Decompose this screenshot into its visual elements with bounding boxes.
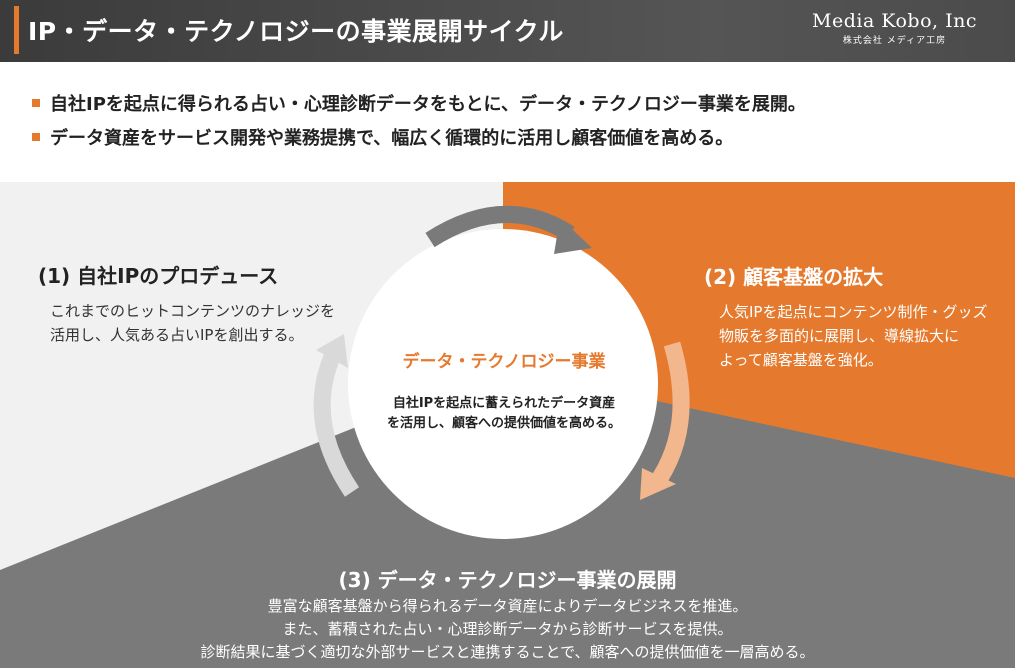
section-3-body: 豊富な顧客基盤から得られるデータ資産によりデータビジネスを推進。 また、蓄積され… — [0, 595, 1015, 664]
section-3-line: 豊富な顧客基盤から得られるデータ資産によりデータビジネスを推進。 — [267, 597, 748, 615]
center-body: 自社IPを起点に蓄えられたデータ資産 を活用し、顧客への提供価値を高める。 — [352, 394, 656, 434]
section-3-title: (3) データ・テクノロジー事業の展開 — [338, 568, 677, 592]
bullet-item: データ資産をサービス開発や業務提携で、幅広く循環的に活用し顧客価値を高める。 — [32, 122, 806, 152]
section-2-body: 人気IPを起点にコンテンツ制作・グッズ 物販を多面的に展開し、導線拡大に よって… — [719, 300, 987, 372]
cycle-arrow-left — [313, 353, 360, 497]
cycle-arrow-top — [425, 205, 575, 248]
center-line: を活用し、顧客への提供価値を高める。 — [386, 416, 621, 431]
bullet-text: データ資産をサービス開発や業務提携で、幅広く循環的に活用し顧客価値を高める。 — [50, 128, 734, 149]
page-title: IP・データ・テクノロジーの事業展開サイクル — [28, 17, 564, 46]
title-accent-bar — [14, 6, 19, 54]
logo-name: Media Kobo, Inc — [812, 10, 977, 32]
cycle-arrow-top-head — [554, 218, 592, 254]
diagram-background — [0, 182, 1015, 668]
section-2-title: (2) 顧客基盤の拡大 — [704, 265, 884, 289]
header-banner: IP・データ・テクノロジーの事業展開サイクル Media Kobo, Inc 株… — [0, 0, 1015, 62]
section-1-line: これまでのヒットコンテンツのナレッジを — [50, 302, 336, 320]
section-2-line: よって顧客基盤を強化。 — [719, 351, 883, 369]
summary-bullets: 自社IPを起点に得られる占い・心理診断データをもとに、データ・テクノロジー事業を… — [32, 88, 806, 156]
bullet-item: 自社IPを起点に得られる占い・心理診断データをもとに、データ・テクノロジー事業を… — [32, 88, 806, 118]
bullet-marker-icon — [32, 99, 40, 107]
cycle-diagram: (1) 自社IPのプロデュース これまでのヒットコンテンツのナレッジを 活用し、… — [0, 182, 1015, 668]
section-1-body: これまでのヒットコンテンツのナレッジを 活用し、人気ある占いIPを創出する。 — [50, 299, 335, 347]
bullet-text: 自社IPを起点に得られる占い・心理診断データをもとに、データ・テクノロジー事業を… — [50, 94, 806, 115]
section-3-line: 診断結果に基づく適切な外部サービスと連携することで、顧客への提供価値を一層高める… — [200, 643, 815, 661]
cycle-arrow-right-head — [640, 468, 676, 500]
section-2-line: 人気IPを起点にコンテンツ制作・グッズ — [719, 303, 988, 321]
section-1-line: 活用し、人気ある占いIPを創出する。 — [50, 326, 304, 344]
company-logo: Media Kobo, Inc 株式会社 メディア工房 — [812, 10, 977, 46]
center-title: データ・テクノロジー事業 — [402, 352, 606, 372]
bullet-marker-icon — [32, 133, 40, 141]
section-2-line: 物販を多面的に展開し、導線拡大に — [719, 327, 960, 345]
center-circle — [348, 229, 658, 539]
cycle-arrow-right — [652, 341, 690, 483]
cycle-arrow-left-head — [316, 334, 348, 368]
logo-subtitle: 株式会社 メディア工房 — [842, 36, 947, 46]
section-3-line: また、蓄積された占い・心理診断データから診断サービスを提供。 — [282, 620, 733, 638]
center-line: 自社IPを起点に蓄えられたデータ資産 — [392, 396, 616, 411]
section-1-title: (1) 自社IPのプロデュース — [38, 264, 279, 288]
